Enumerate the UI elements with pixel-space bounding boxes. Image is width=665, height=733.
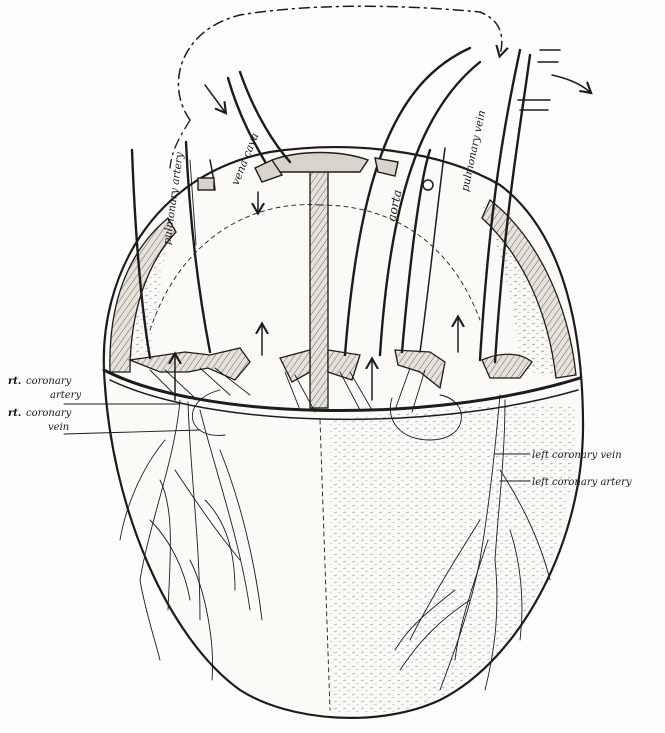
label-rt-coronary-artery-prefix: rt. bbox=[8, 376, 21, 387]
septum-cap bbox=[272, 153, 368, 173]
vena-cava-inflow-arrow bbox=[205, 85, 225, 112]
label-left-coronary-artery: left coronary artery bbox=[532, 477, 632, 488]
label-rt-coronary-vein-line2: vein bbox=[48, 422, 69, 433]
interatrial-septum bbox=[310, 168, 328, 408]
label-left-coronary-vein: left coronary vein bbox=[532, 450, 622, 461]
label-rt-coronary-vein-prefix: rt. bbox=[8, 408, 21, 419]
label-rt-coronary-artery-line2: artery bbox=[50, 390, 81, 401]
label-rt-coronary-artery-line1: coronary bbox=[26, 376, 72, 387]
label-rt-coronary-vein-line1: coronary bbox=[26, 408, 72, 419]
pulmonary-vein-outflow-arrow bbox=[552, 75, 590, 92]
circulation-loop bbox=[178, 6, 501, 120]
